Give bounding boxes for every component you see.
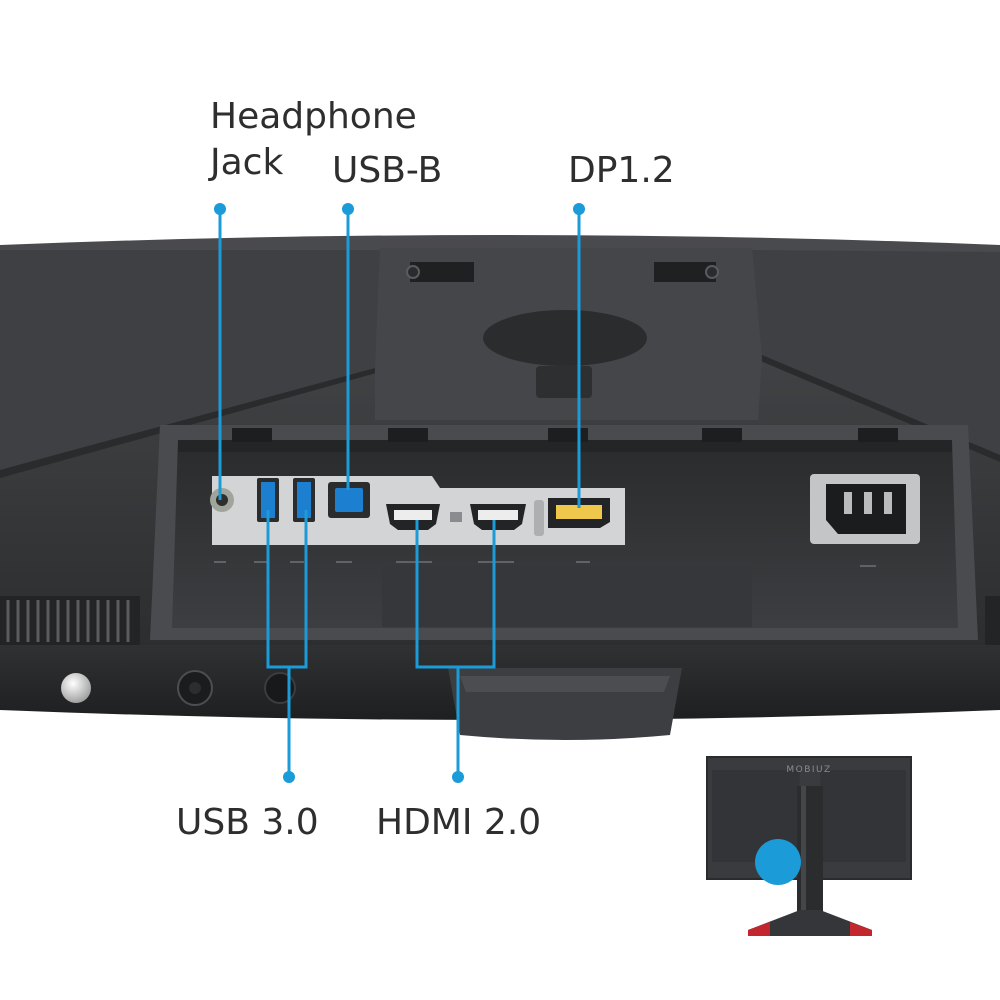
headphone-label-line2: Jack	[210, 142, 284, 183]
hdmi-port[interactable]	[386, 504, 440, 530]
inset-brand-text: MOBIUZ	[786, 765, 831, 775]
usb3-port[interactable]	[257, 478, 279, 522]
power-button[interactable]	[61, 673, 91, 703]
callout-dot	[452, 771, 464, 783]
hdmi-port[interactable]	[470, 504, 526, 530]
callout-dot	[573, 203, 585, 215]
vent-grille	[0, 596, 140, 646]
inset-highlight-circle	[755, 839, 801, 885]
callout-lines	[218, 209, 581, 777]
displayport-label: DP1.2	[568, 150, 675, 191]
headphone-jack-label: Headphone Jack	[210, 94, 417, 186]
monitor-inset-thumbnail: MOBIUZ	[706, 756, 912, 936]
mount-screw	[406, 265, 420, 279]
inset-stand-base	[748, 910, 872, 936]
callout-dot	[214, 203, 226, 215]
callout-dot	[283, 771, 295, 783]
headphone-label-line1: Headphone	[210, 96, 417, 137]
callout-dot	[342, 203, 354, 215]
hdmi-label: HDMI 2.0	[376, 802, 542, 843]
displayport-port[interactable]	[548, 498, 610, 528]
mount-latch	[536, 366, 592, 398]
headphone-jack-port[interactable]	[210, 488, 234, 512]
power-socket[interactable]	[810, 474, 920, 544]
callout-dots	[214, 203, 585, 783]
io-bay	[150, 425, 978, 640]
usb3-port[interactable]	[293, 478, 315, 522]
usb-b-port[interactable]	[328, 482, 370, 518]
mount-screw	[705, 265, 719, 279]
usb-b-label: USB-B	[332, 150, 443, 191]
monitor-bottom-edge	[0, 645, 1000, 740]
usb3-label: USB 3.0	[176, 802, 319, 843]
